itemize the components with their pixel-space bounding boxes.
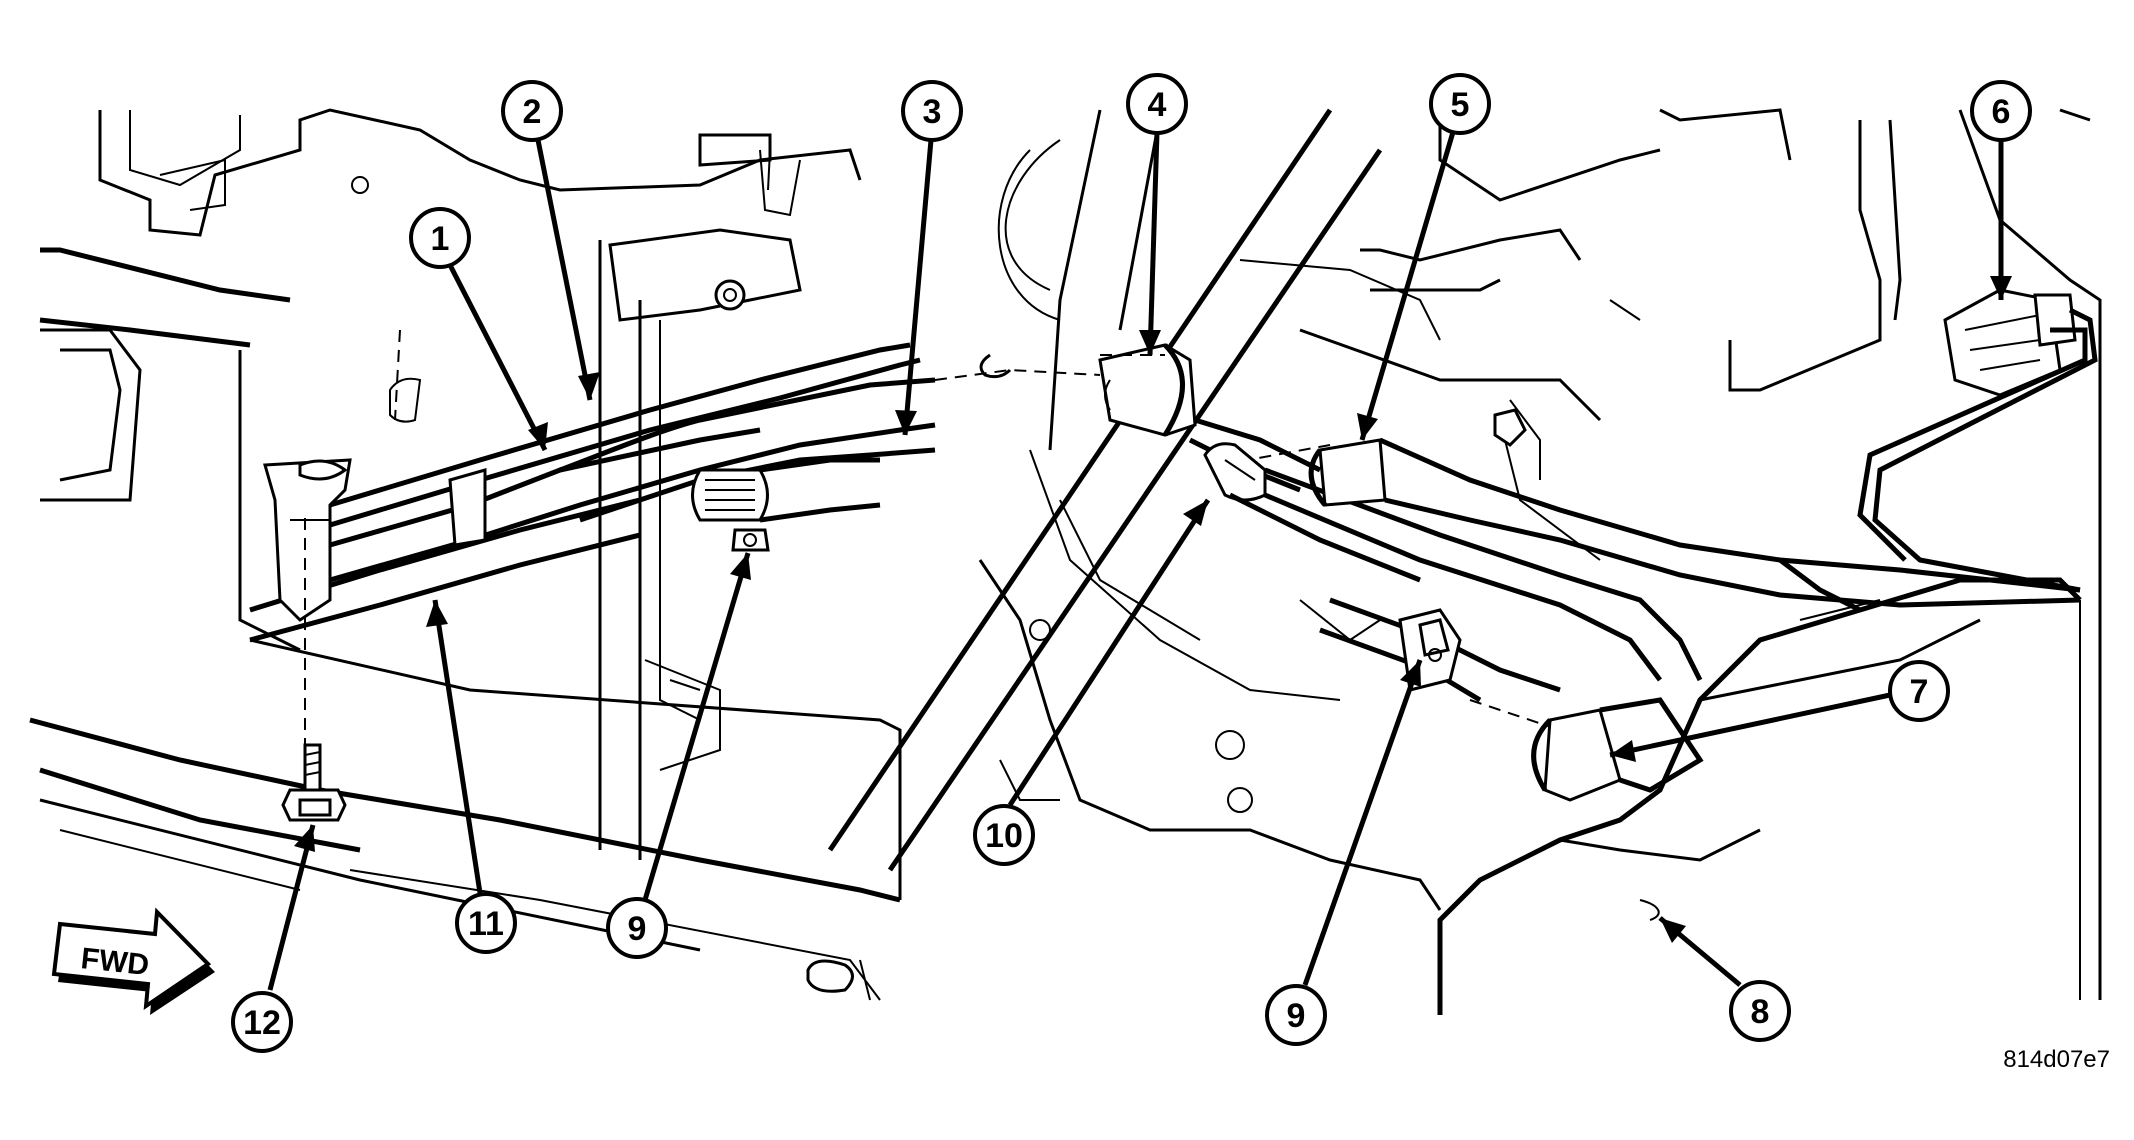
callout-4: 4 [1126, 73, 1188, 135]
leader-5-arrowhead [1357, 413, 1378, 440]
leader-4 [1147, 131, 1160, 356]
callout-label: 10 [985, 817, 1023, 855]
leader-7-arrowhead [1610, 740, 1636, 762]
callout-label: 11 [468, 905, 504, 943]
leader-9a [642, 552, 751, 901]
leader-9a-arrowhead [730, 553, 751, 580]
leader-3 [902, 139, 934, 436]
leader-8-arrowhead [1660, 918, 1686, 943]
callout-label: 12 [243, 1004, 281, 1042]
callout-label: 2 [523, 93, 542, 131]
leader-2 [535, 139, 593, 401]
leader-1-arrowhead [528, 422, 548, 450]
callout-9a: 9 [606, 897, 668, 959]
callout-label: 8 [1751, 993, 1770, 1031]
callout-label: 6 [1992, 93, 2011, 131]
leader-2-arrowhead [578, 372, 600, 400]
callout-11: 11 [455, 892, 517, 954]
callout-9b: 9 [1265, 984, 1327, 1046]
leader-11-arrowhead [426, 600, 448, 627]
callout-label: 5 [1451, 86, 1470, 124]
exhaust-components [249, 288, 2098, 822]
leader-7 [1609, 692, 1891, 758]
callout-6: 6 [1970, 80, 2032, 142]
leader-1 [447, 263, 548, 452]
leader-6-arrowhead [1990, 276, 2012, 300]
figure-code: 814d07e7 [2003, 1046, 2110, 1073]
forward-direction-arrow: FWD [51, 907, 215, 1015]
leader-9b [1302, 659, 1423, 986]
leader-5 [1359, 131, 1456, 441]
leader-10-arrowhead [1183, 500, 1208, 526]
leader-11 [432, 599, 483, 894]
leader-10 [1007, 498, 1211, 807]
callout-label: 4 [1148, 86, 1167, 124]
callout-label: 3 [923, 93, 942, 131]
leader-9b-arrowhead [1400, 660, 1421, 687]
callout-1: 1 [409, 207, 471, 269]
leader-lines [267, 131, 2012, 991]
callout-label: 9 [628, 910, 647, 948]
fwd-label: FWD [79, 942, 150, 982]
callout-label: 9 [1287, 997, 1306, 1035]
callout-8: 8 [1729, 980, 1791, 1042]
callout-2: 2 [501, 80, 563, 142]
callout-5: 5 [1429, 73, 1491, 135]
callout-12: 12 [231, 991, 293, 1053]
leader-12 [267, 824, 316, 991]
callout-label: 7 [1910, 673, 1929, 711]
vehicle-body-linework [29, 108, 2102, 1015]
callout-3: 3 [901, 80, 963, 142]
callout-7: 7 [1888, 660, 1950, 722]
leader-4-arrowhead [1139, 330, 1161, 355]
leader-12-arrowhead [294, 825, 315, 852]
leader-3-arrowhead [895, 410, 917, 435]
callout-label: 1 [431, 220, 450, 258]
callout-10: 10 [973, 804, 1035, 866]
